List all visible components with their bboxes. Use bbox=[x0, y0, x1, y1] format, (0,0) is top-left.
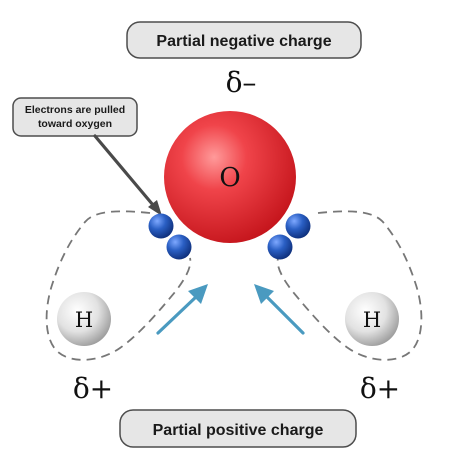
bottom-label-pill bbox=[119, 409, 357, 448]
callout-pointer-arrow bbox=[93, 134, 162, 216]
hydrogen-symbol-right: H bbox=[363, 308, 381, 332]
electron bbox=[148, 213, 174, 239]
right-electron-pair bbox=[267, 213, 311, 260]
left-pull-arrow bbox=[156, 284, 208, 335]
callout-line-2: toward oxygen bbox=[38, 118, 112, 130]
right-pull-arrow bbox=[254, 284, 305, 335]
oxygen-sphere bbox=[164, 111, 296, 243]
delta-negative-symbol: δ– bbox=[226, 66, 257, 99]
callout-box bbox=[12, 97, 138, 137]
left-bond-outline bbox=[45, 210, 192, 361]
left-electron-pair bbox=[148, 213, 192, 260]
hydrogen-symbol-left: H bbox=[75, 308, 93, 332]
partial-negative-charge-label: Partial negative charge bbox=[126, 21, 362, 59]
hydrogen-atom-right: H bbox=[345, 292, 399, 346]
hydrogen-atom-left: H bbox=[57, 292, 111, 346]
electron bbox=[285, 213, 311, 239]
right-bond-outline bbox=[276, 210, 423, 361]
top-label-pill bbox=[126, 21, 362, 59]
delta-positive-left: δ+ bbox=[73, 372, 113, 405]
hydrogen-sphere-right bbox=[345, 292, 399, 346]
partial-positive-charge-label: Partial positive charge bbox=[119, 409, 357, 448]
electron bbox=[166, 234, 192, 260]
hydrogen-sphere-left bbox=[57, 292, 111, 346]
bottom-label-text: Partial positive charge bbox=[153, 422, 324, 439]
oxygen-symbol: O bbox=[219, 163, 240, 193]
delta-positive-right: δ+ bbox=[360, 372, 400, 405]
callout-line-1: Electrons are pulled bbox=[25, 104, 125, 116]
electron bbox=[267, 234, 293, 260]
oxygen-atom: O bbox=[164, 111, 296, 243]
electrons-callout: Electrons are pulled toward oxygen bbox=[12, 97, 138, 137]
top-label-text: Partial negative charge bbox=[156, 33, 331, 50]
